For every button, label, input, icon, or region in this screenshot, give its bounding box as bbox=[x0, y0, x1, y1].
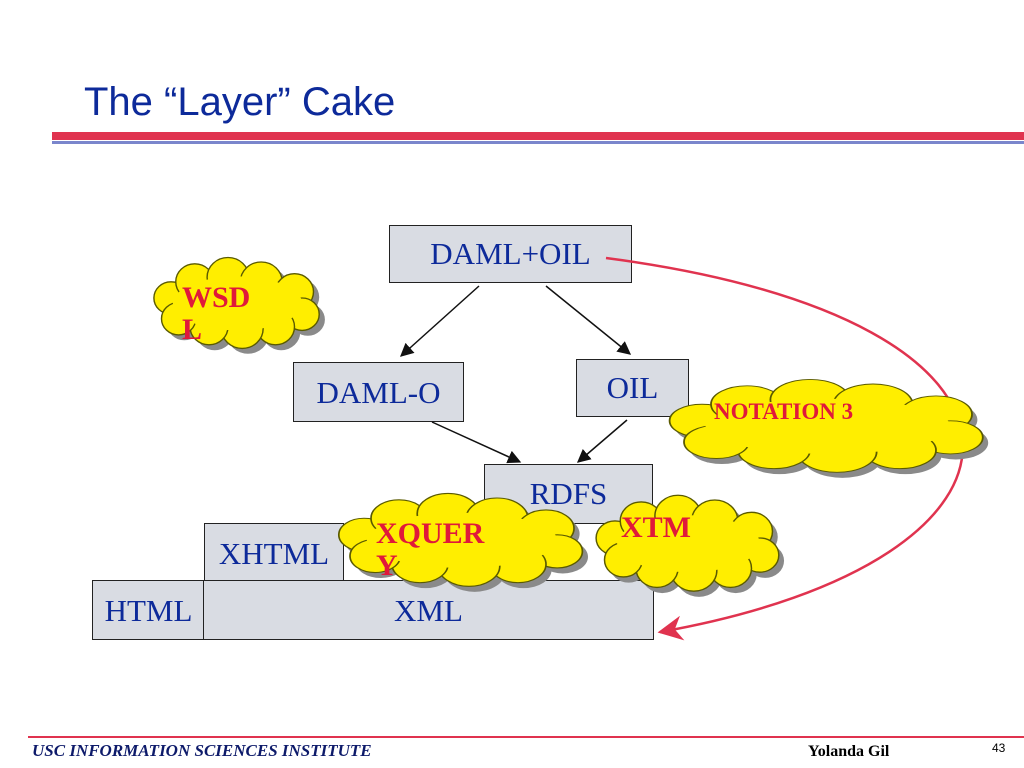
cloud-wsdl-line2: L bbox=[182, 312, 203, 346]
page-number: 43 bbox=[992, 741, 1006, 755]
box-html: HTML bbox=[92, 580, 205, 640]
box-rdfs-label: RDFS bbox=[529, 476, 608, 511]
box-oil-label: OIL bbox=[606, 370, 659, 405]
arrow-oil-to-rdfs bbox=[576, 419, 628, 463]
box-xml: XML bbox=[203, 580, 654, 640]
cloud-notation3 bbox=[668, 378, 989, 478]
arrow-daml-oil-to-oil bbox=[545, 285, 632, 355]
cloud-wsdl-label: WSD L bbox=[182, 282, 250, 345]
cloud-xquery-line1: XQUER bbox=[376, 517, 485, 550]
arrow-daml-oil-to-daml-o bbox=[399, 285, 480, 357]
box-xhtml-label: XHTML bbox=[218, 536, 330, 571]
box-daml-oil: DAML+OIL bbox=[389, 225, 632, 283]
cloud-xquery bbox=[337, 492, 588, 592]
title-divider-blue bbox=[52, 141, 1024, 144]
box-xml-label: XML bbox=[394, 593, 463, 628]
footer-author: Yolanda Gil bbox=[808, 743, 890, 760]
slide-title: The “Layer” Cake bbox=[84, 80, 396, 124]
arrow-daml-o-to-rdfs bbox=[431, 421, 522, 464]
box-oil: OIL bbox=[576, 359, 689, 417]
cloud-notation3-label: NOTATION 3 bbox=[714, 399, 854, 424]
cloud-xquery-line2: Y bbox=[376, 548, 398, 582]
title-divider-red bbox=[52, 132, 1024, 140]
box-daml-oil-label: DAML+OIL bbox=[430, 236, 591, 271]
footer-divider bbox=[28, 736, 1024, 738]
cloud-wsdl-line1: WSD bbox=[182, 281, 251, 314]
cloud-xtm-label: XTM bbox=[621, 511, 691, 544]
box-daml-o: DAML-O bbox=[293, 362, 464, 422]
cloud-xtm bbox=[595, 494, 785, 597]
cloud-wsdl bbox=[153, 256, 325, 354]
cloud-xquery-label: XQUER Y bbox=[376, 518, 484, 581]
box-daml-o-label: DAML-O bbox=[316, 375, 441, 410]
box-xhtml: XHTML bbox=[204, 523, 344, 583]
footer-institute: USC INFORMATION SCIENCES INSTITUTE bbox=[32, 741, 372, 760]
box-html-label: HTML bbox=[104, 593, 193, 628]
